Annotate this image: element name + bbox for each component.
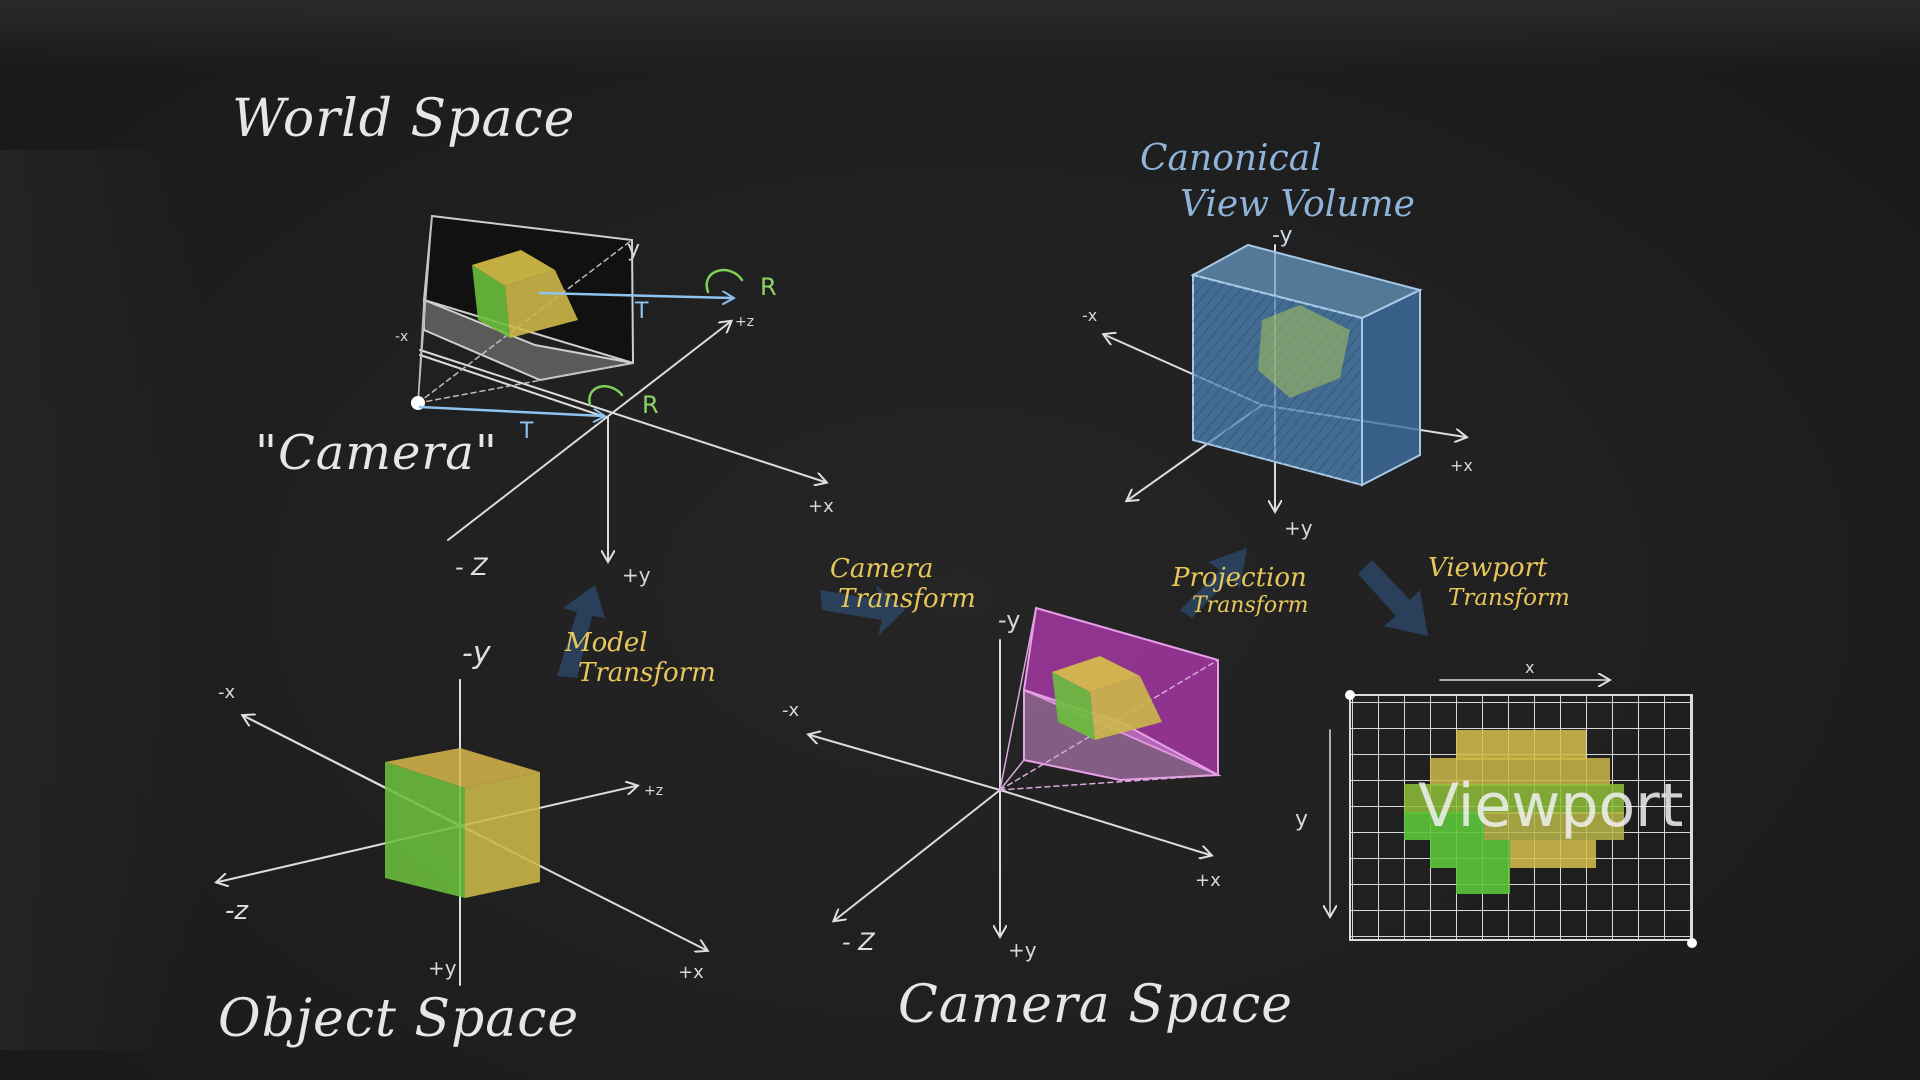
world-axis-y-label: y (627, 237, 641, 262)
canonical-view-volume-title-line2: View Volume (1180, 184, 1415, 225)
object-cube-right (465, 772, 540, 898)
world-rotate-arc-1 (705, 268, 744, 294)
world-translate-label-2: T (520, 419, 534, 444)
world-axis-z (447, 322, 730, 541)
transform-arrows (557, 548, 1428, 678)
object-axis-pos-x-label: +x (678, 962, 704, 983)
object-cube-top (385, 748, 540, 788)
viewport-word: Viewport (1418, 771, 1684, 841)
world-translate-arrow-2 (418, 405, 603, 416)
camera-transform-label-line2: Transform (838, 584, 976, 614)
viewport-axis-x-label: x (1525, 658, 1535, 677)
projection-transform-arrow (1180, 548, 1247, 618)
model-transform-label-line2: Transform (578, 658, 716, 688)
world-rotate-arc-2 (588, 385, 624, 407)
canonical-volume-right (1361, 288, 1421, 487)
camera-transform-arrow (820, 585, 905, 636)
object-axis-pos-z-label: +z (644, 783, 664, 799)
world-rotate-label-2: R (642, 391, 659, 419)
camera-axis-z (835, 789, 1001, 920)
world-axis-pos-y-label: +y (622, 563, 651, 587)
model-transform-arrow (557, 585, 605, 678)
canonical-axis-pos-y-label: +y (1284, 516, 1313, 540)
viewport-transform-label-line1: Viewport (1428, 553, 1548, 583)
blurred-background-left (0, 150, 200, 1050)
world-axis-pos-z-label: +z (735, 314, 755, 330)
world-axis-neg-x (419, 354, 609, 419)
projection-transform-label-line1: Projection (1172, 563, 1307, 593)
world-axis-neg-z-label: - Z (455, 553, 488, 581)
canonical-view-volume-title-line1: Canonical (1140, 138, 1322, 179)
canonical-axis-neg-x-label: -x (1082, 306, 1098, 325)
canonical-view-volume-diagram (1105, 243, 1465, 510)
canonical-axis-pos-x-label: +x (1450, 456, 1473, 475)
model-transform-label-line1: Model (565, 628, 648, 658)
object-space-diagram (218, 679, 706, 986)
camera-cube-right (1090, 676, 1162, 740)
object-cube-front (385, 762, 465, 898)
world-cube-top (472, 250, 555, 286)
camera-cube-left (1052, 672, 1095, 740)
canonical-inner-cube (1258, 305, 1350, 398)
camera-space-diagram (810, 606, 1222, 935)
camera-space-title: Camera Space (898, 975, 1294, 1035)
world-cube-left (472, 265, 510, 338)
camera-axis-x (999, 789, 1210, 855)
world-translate-arrow-1 (538, 293, 732, 298)
viewport-diagram (1330, 680, 1697, 948)
camera-cube-top (1052, 656, 1140, 692)
viewport-axis-y-label: y (1295, 807, 1309, 832)
viewport-transform-arrow (1358, 560, 1428, 636)
world-space-diagram (411, 214, 825, 560)
object-axis-pos-y-label: +y (428, 956, 457, 980)
projection-transform-label-line2: Transform (1192, 593, 1309, 618)
world-axis-neg-x-label: -x (395, 329, 409, 345)
viewport-transform-label-line2: Transform (1448, 585, 1570, 611)
camera-axis-neg-z-label: - Z (842, 928, 875, 956)
world-translate-label-1: T (635, 299, 649, 324)
world-cube-right (505, 270, 578, 338)
camera-axis-neg-y-label: -y (998, 606, 1021, 634)
object-axis-neg-x-label: -x (218, 682, 236, 703)
object-space-title: Object Space (218, 989, 580, 1049)
canonical-axis-neg-y-label: -y (1272, 223, 1293, 248)
object-axis-neg-y-label: -y (462, 636, 491, 671)
camera-axis-pos-y-label: +y (1008, 938, 1037, 962)
camera-axis-neg-x-label: -x (782, 700, 800, 721)
camera-axis-pos-x-label: +x (1195, 870, 1221, 891)
world-axis-x (419, 349, 825, 482)
object-axis-neg-z-label: -z (225, 896, 249, 926)
camera-label: "Camera" (255, 425, 498, 481)
camera-axis-neg-x (810, 735, 1001, 791)
world-space-title: World Space (232, 89, 576, 149)
world-rotate-label-1: R (760, 273, 777, 301)
blurred-background-top (0, 0, 1920, 70)
camera-transform-label-line1: Camera (830, 554, 934, 584)
world-axis-pos-x-label: +x (808, 496, 834, 517)
